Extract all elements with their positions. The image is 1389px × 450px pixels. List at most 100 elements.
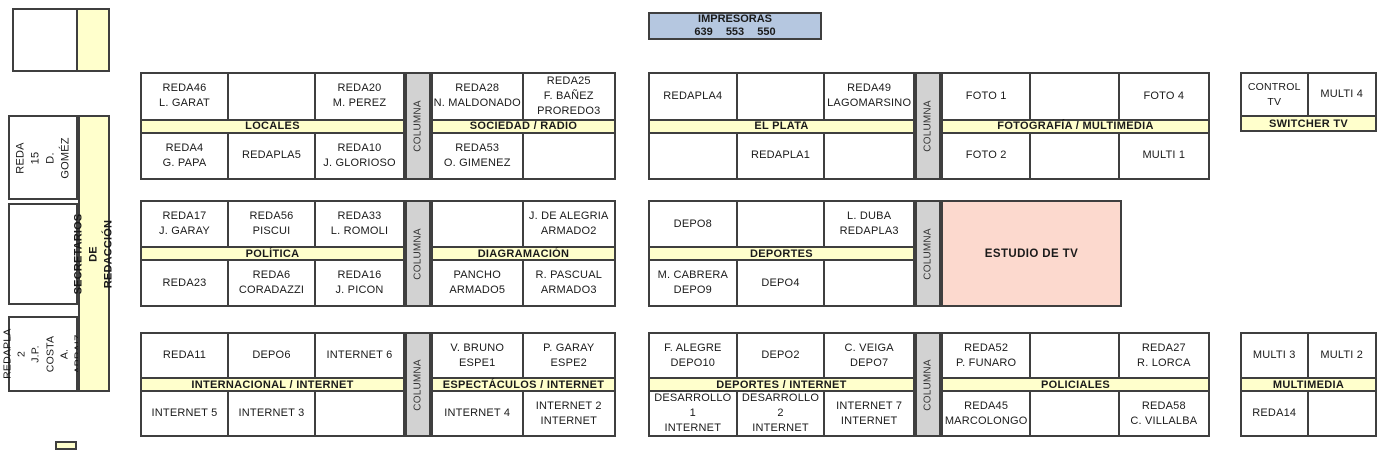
- section-header-deportes: DEPORTES: [650, 246, 913, 261]
- desk-cell: MULTI 4: [1320, 88, 1364, 101]
- desk-cell: [650, 133, 738, 178]
- columna-label: COLUMNA: [412, 100, 424, 152]
- desk-cell: PANCHO ARMADO5: [433, 261, 524, 305]
- desk-cell: [524, 134, 615, 179]
- desk-cell: REDA28 N. MALDONADO: [433, 74, 524, 119]
- section-espectaculos-internet: V. BRUNO ESPE1 P. GARAY ESPE2 ESPECTÁCUL…: [431, 332, 616, 437]
- desk-cell: REDA25 F. BAÑEZ PROREDO3: [537, 74, 601, 117]
- section-header-sociedad-radio: SOCIEDAD / RADIO: [433, 118, 614, 134]
- printers-title: IMPRESORAS: [698, 12, 772, 25]
- desk-cell: INTERNET 7 INTERNET: [836, 399, 903, 427]
- desk-reda15-label: REDA 15 D. GOMÉZ: [14, 136, 71, 179]
- corner-yellow-boxlet: [55, 441, 77, 450]
- desk-cell: FOTO 1: [943, 74, 1032, 119]
- desk-cell: INTERNET 4: [433, 392, 524, 435]
- desk-cell: REDA16 J. PICON: [335, 269, 384, 296]
- columna-label: COLUMNA: [412, 227, 424, 280]
- desk-cell: REDA33 L. ROMOLI: [330, 210, 389, 237]
- desk-cell: [825, 134, 913, 179]
- tv-studio-room: ESTUDIO DE TV: [941, 200, 1122, 307]
- section-header-deportes-internet: DEPORTES / INTERNET: [650, 377, 913, 392]
- desk-cell: INTERNET 3: [229, 392, 316, 435]
- desk-cell: MULTI 2: [1320, 349, 1364, 362]
- desk-cell: [433, 202, 524, 246]
- desk-cell: REDA52 P. FUNARO: [943, 334, 1032, 377]
- columna-label: COLUMNA: [412, 358, 424, 411]
- corner-room-yellow-area: [76, 10, 108, 70]
- columna-pillar: COLUMNA: [915, 332, 941, 437]
- desk-cell: REDA17 J. GARAY: [142, 202, 229, 246]
- desk-cell: REDA27 R. LORCA: [1137, 341, 1191, 369]
- desk-cell: REDAPLA4: [650, 74, 738, 119]
- desk-cell: DESARROLLO 2 INTERNET: [738, 392, 826, 435]
- desk-cell: [1031, 133, 1120, 178]
- desk-cell: CONTROL TV: [1242, 74, 1309, 115]
- section-header-espectaculos-internet: ESPECTÁCULOS / INTERNET: [433, 377, 614, 392]
- desk-cell: REDA20 M. PEREZ: [332, 82, 387, 110]
- desk-redapla2-label: REDAPLA 2 J.P. COSTA A. APRAIZ: [1, 328, 84, 379]
- secretarios-strip: SECRETARIOS DE REDACCIÓN: [73, 115, 114, 392]
- section-header-switcher-tv: SWITCHER TV: [1242, 115, 1375, 130]
- desk-cell: REDA14: [1242, 392, 1309, 435]
- section-header-policiales: POLICIALES: [943, 377, 1208, 392]
- desk-cell: REDA53 O. GIMENEZ: [433, 133, 524, 178]
- desk-cell: P. GARAY ESPE2: [543, 341, 595, 369]
- desk-cell: REDAPLA5: [229, 133, 316, 178]
- corner-room-box: [12, 8, 110, 72]
- section-header-el-plata: EL PLATA: [650, 118, 913, 134]
- section-header-internacional-internet: INTERNACIONAL / INTERNET: [142, 377, 403, 392]
- desk-cell: C. VEIGA DEPO7: [844, 341, 894, 369]
- secretarios-label: SECRETARIOS DE REDACCIÓN: [72, 213, 115, 294]
- desk-cell: [738, 74, 826, 119]
- columna-pillar: COLUMNA: [915, 72, 941, 180]
- desk-cell: [316, 392, 403, 435]
- desk-cell: R. PASCUAL ARMADO3: [535, 269, 603, 296]
- columna-label: COLUMNA: [922, 227, 934, 280]
- section-multimedia: MULTI 3 MULTI 2 MULTIMEDIA REDA14: [1240, 332, 1377, 437]
- desk-cell: [1031, 74, 1120, 119]
- desk-cell: REDA58 C. VILLALBA: [1130, 399, 1198, 427]
- desk-cell: INTERNET 6: [326, 349, 393, 362]
- section-el-plata: REDAPLA4 REDA49 LAGOMARSINO EL PLATA RED…: [648, 72, 915, 180]
- desk-cell: [1031, 392, 1120, 435]
- columna-pillar: COLUMNA: [405, 200, 431, 307]
- section-deportes-internet: F. ALEGRE DEPO10 DEPO2 C. VEIGA DEPO7 DE…: [648, 332, 915, 437]
- desk-cell: J. DE ALEGRIA ARMADO2: [528, 210, 609, 237]
- columna-pillar: COLUMNA: [405, 332, 431, 437]
- desk-cell: REDA49 LAGOMARSINO: [827, 82, 912, 110]
- desk-cell: REDA23: [142, 261, 229, 305]
- desk-cell: V. BRUNO ESPE1: [433, 334, 524, 377]
- desk-cell: MULTI 3: [1242, 334, 1309, 377]
- desk-cell: F. ALEGRE DEPO10: [650, 334, 738, 377]
- tv-studio-label: ESTUDIO DE TV: [984, 247, 1079, 260]
- section-deportes: DEPO8 L. DUBA REDAPLA3 DEPORTES M. CABRE…: [648, 200, 915, 307]
- columna-pillar: COLUMNA: [915, 200, 941, 307]
- desk-cell: L. DUBA REDAPLA3: [839, 210, 899, 237]
- section-header-locales: LOCALES: [142, 118, 403, 134]
- section-sociedad-radio: REDA28 N. MALDONADO REDA25 F. BAÑEZ PROR…: [431, 72, 616, 180]
- desk-reda15: REDA 15 D. GOMÉZ: [8, 115, 78, 200]
- section-locales: REDA46 L. GARAT REDA20 M. PEREZ LOCALES …: [140, 72, 405, 180]
- section-header-fotografia-multimedia: FOTOGRAFÍA / MULTIMEDIA: [943, 118, 1208, 134]
- desk-cell: REDAPLA1: [738, 133, 826, 178]
- desk-cell: [1309, 392, 1376, 435]
- desk-cell: [229, 74, 316, 119]
- section-fotografia-multimedia: FOTO 1 FOTO 4 FOTOGRAFÍA / MULTIMEDIA FO…: [941, 72, 1210, 180]
- desk-cell: REDA11: [142, 334, 229, 377]
- left-empty-room: [8, 203, 78, 305]
- desk-cell: [738, 202, 826, 246]
- section-diagramacion: J. DE ALEGRIA ARMADO2 DIAGRAMACIÓN PANCH…: [431, 200, 616, 307]
- printers-numbers: 639 553 550: [694, 26, 776, 38]
- printers-box: IMPRESORAS 639 553 550: [648, 12, 822, 40]
- desk-cell: REDA6 CORADAZZI: [229, 261, 316, 305]
- section-switcher-tv: CONTROL TV MULTI 4 SWITCHER TV: [1240, 72, 1377, 132]
- desk-cell: REDA56 PISCUI: [229, 202, 316, 246]
- desk-cell: DEPO2: [738, 334, 826, 377]
- section-header-multimedia: MULTIMEDIA: [1242, 377, 1375, 392]
- desk-cell: INTERNET 2 INTERNET: [535, 399, 602, 427]
- desk-redapla2: REDAPLA 2 J.P. COSTA A. APRAIZ: [1, 316, 84, 392]
- desk-cell: REDA10 J. GLORIOSO: [323, 141, 396, 169]
- desk-cell: DEPO8: [650, 202, 738, 246]
- desk-cell: REDA46 L. GARAT: [142, 74, 229, 119]
